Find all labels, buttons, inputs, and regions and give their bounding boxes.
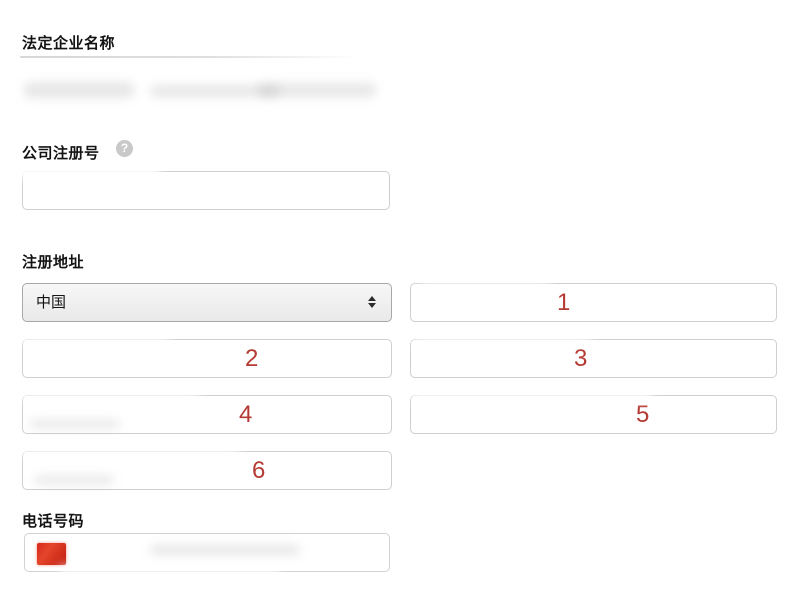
country-select-value: 中国 xyxy=(36,294,67,311)
address-input-1[interactable]: 1 xyxy=(410,283,777,322)
blur-patch xyxy=(10,445,240,454)
blur-patch xyxy=(420,276,550,285)
registration-number-label: 公司注册号 xyxy=(22,145,100,162)
redacted-text xyxy=(30,420,120,428)
address-input-3[interactable]: 3 xyxy=(410,339,777,378)
redacted-legal-name xyxy=(258,83,376,97)
registered-address-label: 注册地址 xyxy=(22,254,85,271)
address-input-5[interactable]: 5 xyxy=(410,395,777,434)
annotation-number: 5 xyxy=(636,401,650,428)
annotation-number: 6 xyxy=(252,457,266,484)
redacted-text xyxy=(34,476,114,484)
blur-patch xyxy=(412,389,652,400)
redacted-legal-name xyxy=(24,82,134,98)
blur-patch xyxy=(60,566,280,575)
sorter-arrows-icon xyxy=(368,296,376,308)
address-input-6[interactable]: 6 xyxy=(22,451,392,490)
annotation-number: 3 xyxy=(574,345,588,372)
redacted-phone xyxy=(150,545,300,555)
country-select[interactable]: 中国 xyxy=(22,283,392,322)
blur-patch xyxy=(10,389,200,398)
china-flag-icon xyxy=(37,543,66,565)
blur-patch xyxy=(0,164,160,178)
phone-number-label: 电话号码 xyxy=(22,513,85,530)
legal-name-divider xyxy=(20,56,360,58)
help-icon[interactable]: ? xyxy=(116,140,133,157)
annotation-number: 4 xyxy=(239,401,253,428)
blur-patch xyxy=(10,333,170,342)
address-input-4[interactable]: 4 xyxy=(22,395,392,434)
legal-name-label: 法定企业名称 xyxy=(22,35,116,52)
redacted-legal-name xyxy=(150,85,280,97)
blur-patch xyxy=(412,333,592,342)
annotation-number: 2 xyxy=(245,345,259,372)
annotation-number: 1 xyxy=(557,289,571,316)
address-input-2[interactable]: 2 xyxy=(22,339,392,378)
